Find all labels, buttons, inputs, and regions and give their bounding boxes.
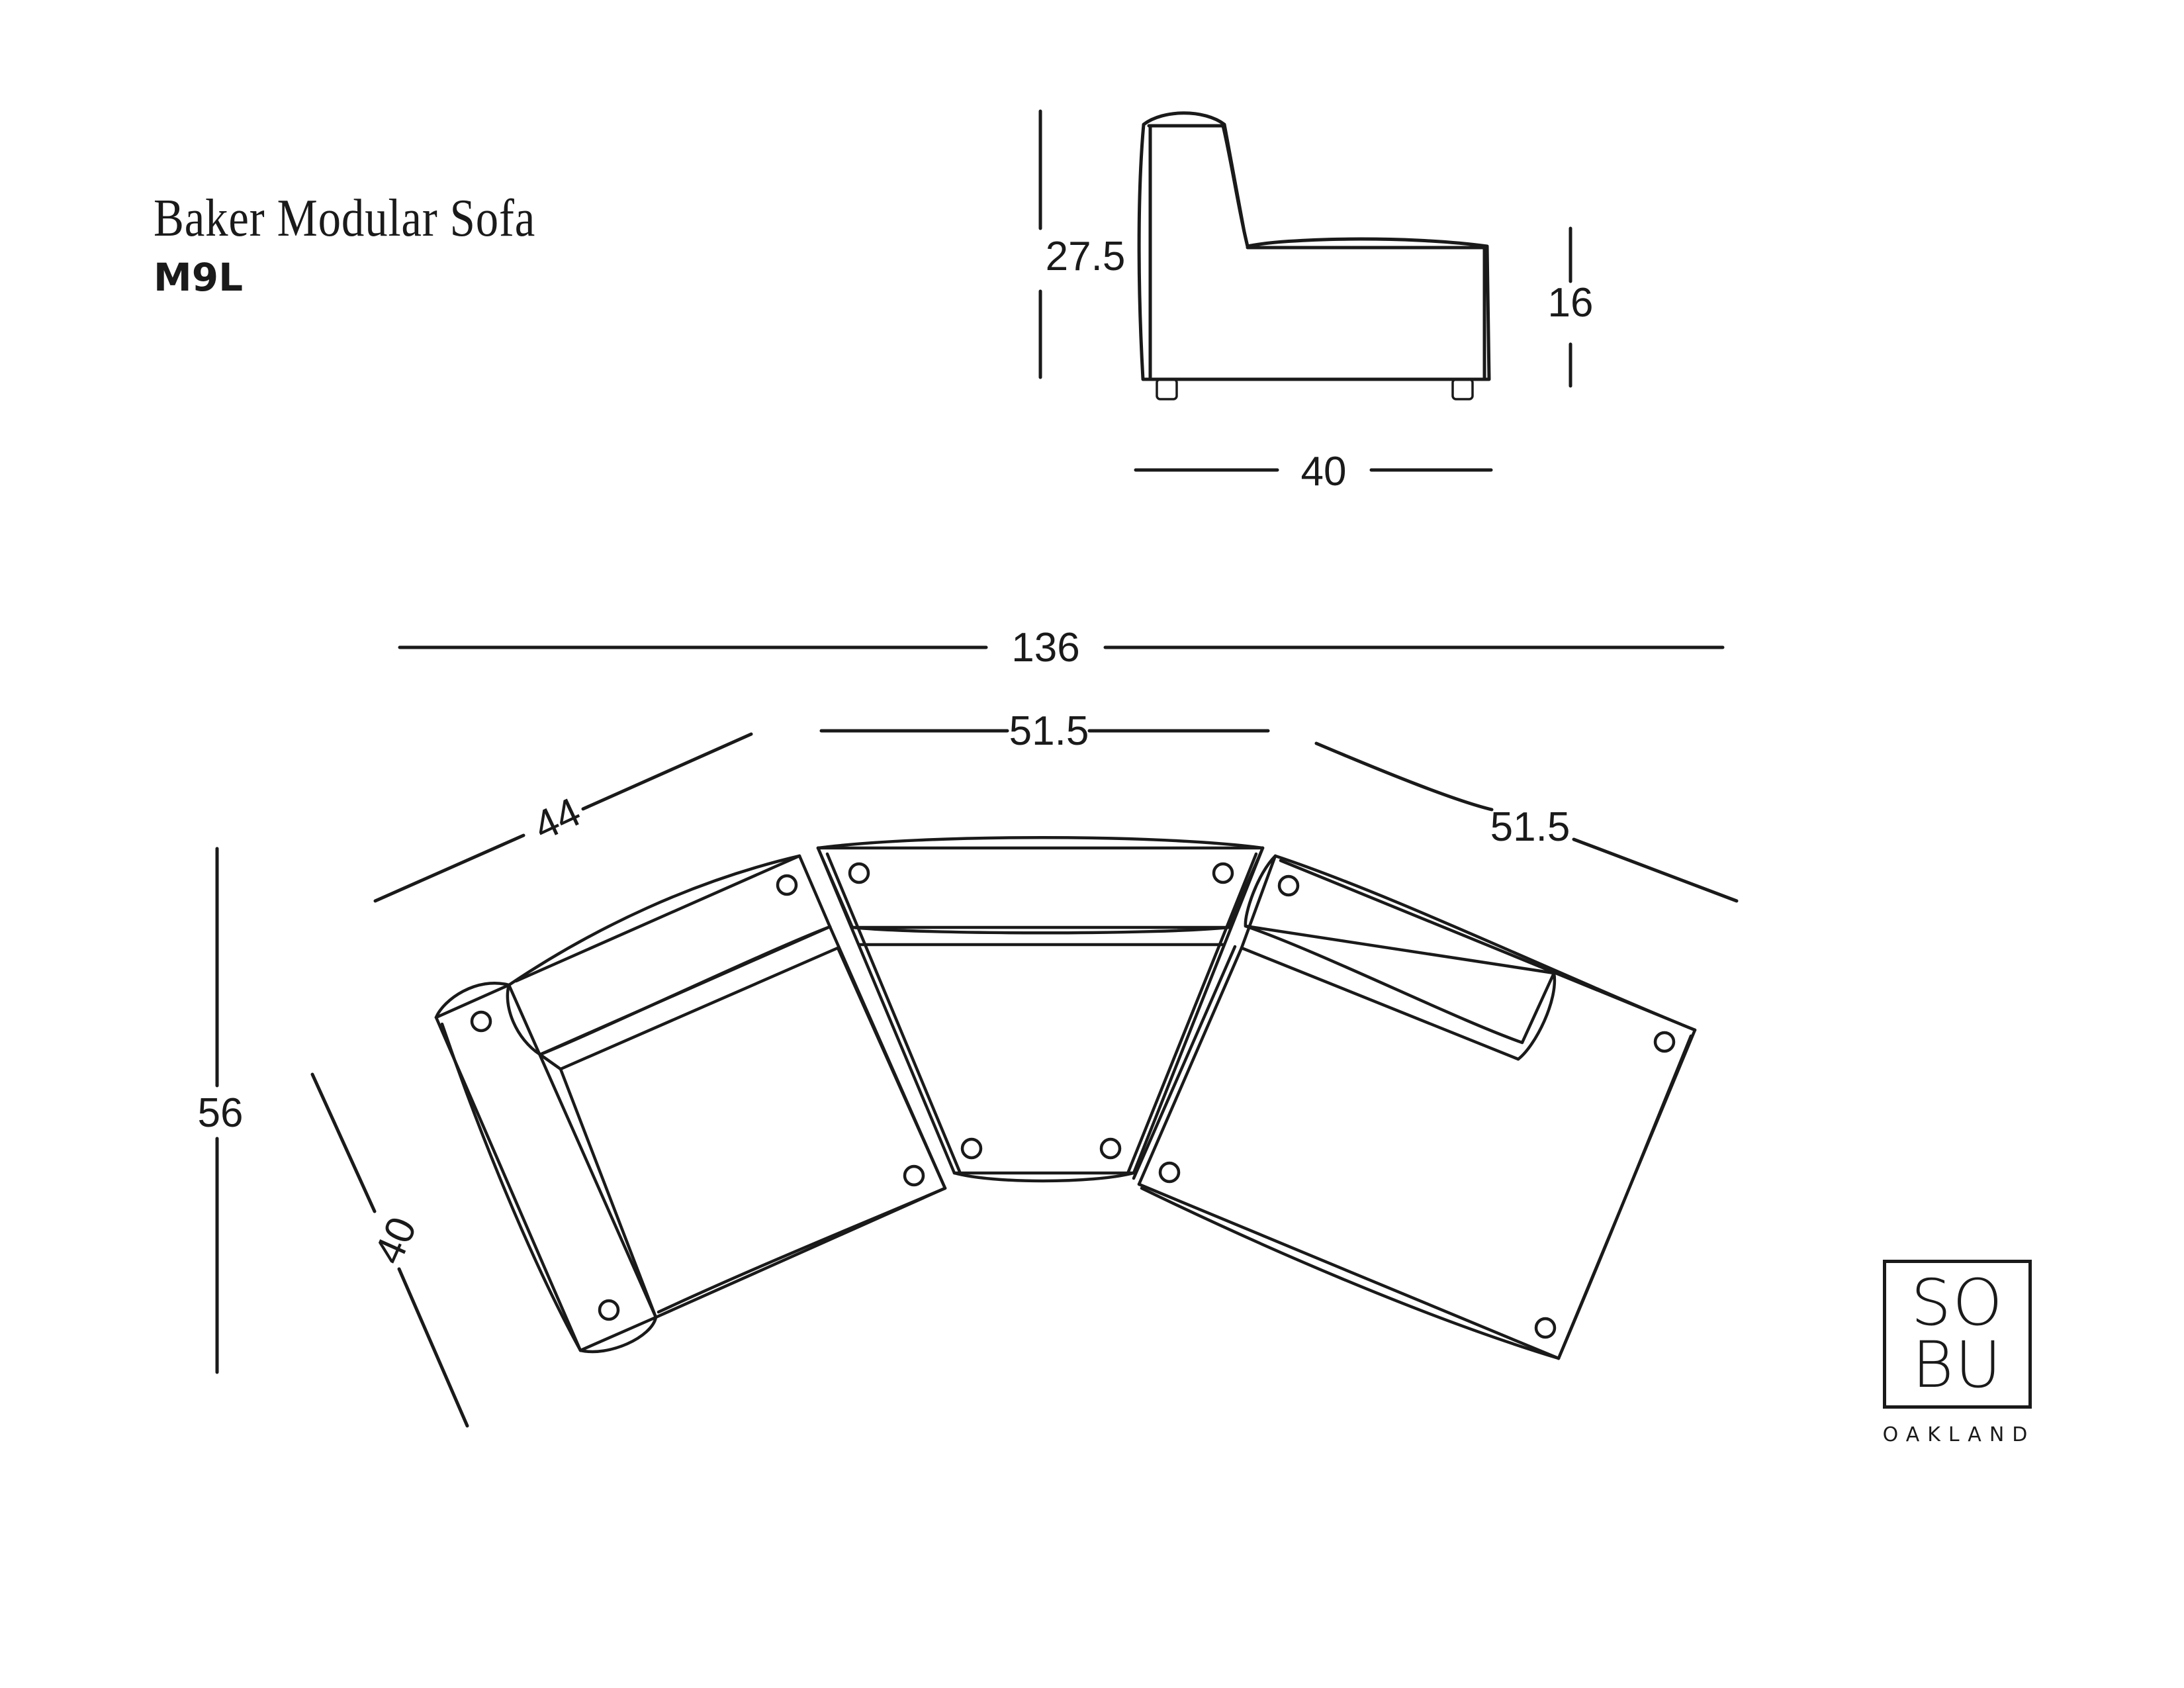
side-back-front-line	[1221, 124, 1250, 248]
logo-subtitle: OAKLAND	[1882, 1423, 2036, 1446]
right-width-line-lower	[1572, 837, 1739, 903]
right-back-inner	[1244, 924, 1556, 975]
leg-marker	[1653, 1031, 1676, 1053]
right-width-label: 51.5	[1490, 804, 1570, 850]
side-view: 27.5 16 40	[1038, 109, 1594, 494]
right-seat-left	[1137, 946, 1244, 1186]
leg-marker	[470, 1010, 492, 1033]
left-seat-left	[559, 1067, 658, 1319]
top-view-sofa	[434, 836, 1697, 1360]
left-back-outer	[507, 854, 801, 987]
logo-line-1: SO	[1911, 1266, 2004, 1340]
middle-back-front	[850, 925, 1230, 935]
leg-marker	[598, 1299, 620, 1321]
left-width-line-lower	[373, 833, 525, 903]
overall-width-label: 136	[1011, 625, 1079, 671]
leg-marker	[1212, 862, 1234, 884]
left-arm-cap-bottom	[578, 1315, 658, 1354]
brand-logo: SO BU	[1883, 1260, 2032, 1409]
middle-seat-left	[816, 846, 956, 1175]
leg-marker	[1099, 1137, 1122, 1160]
front-leg	[1156, 378, 1178, 400]
depth-dimension-label: 40	[1301, 449, 1347, 494]
product-title: Baker Modular Sofa	[154, 189, 536, 248]
seat-height-label: 16	[1548, 280, 1594, 326]
back-leg	[1451, 378, 1474, 400]
left-depth-line-lower	[397, 1267, 469, 1428]
middle-back-curve	[816, 836, 1265, 850]
right-module	[1132, 854, 1697, 1360]
left-depth-line-upper	[310, 1072, 377, 1213]
leg-marker	[960, 1137, 983, 1160]
leg-marker	[1158, 1161, 1181, 1184]
logo-line-2: BU	[1911, 1328, 2003, 1402]
middle-seat-right	[1132, 846, 1265, 1175]
overall-depth-label: 56	[198, 1090, 244, 1136]
leg-marker	[1277, 874, 1300, 897]
top-view-dimensions: 136 51.5 44 51.5 56 40	[198, 625, 1739, 1428]
leg-marker	[776, 874, 798, 896]
leg-marker	[903, 1164, 925, 1187]
center-width-label: 51.5	[1009, 708, 1089, 754]
height-dimension-label: 27.5	[1046, 234, 1126, 279]
left-width-label: 44	[527, 789, 588, 850]
leg-marker	[848, 862, 870, 884]
right-width-line-upper	[1314, 741, 1494, 812]
side-profile-outline	[1137, 111, 1491, 381]
left-arm-cap-top	[434, 981, 511, 1019]
left-module	[434, 854, 947, 1354]
model-code: M9L	[154, 255, 244, 300]
left-width-line-upper	[581, 732, 753, 811]
right-seat-front	[1137, 1182, 1561, 1360]
left-depth-label: 40	[365, 1210, 426, 1270]
right-back-end-cap	[1516, 971, 1557, 1061]
middle-module	[816, 836, 1265, 1183]
leg-marker	[1534, 1317, 1557, 1339]
